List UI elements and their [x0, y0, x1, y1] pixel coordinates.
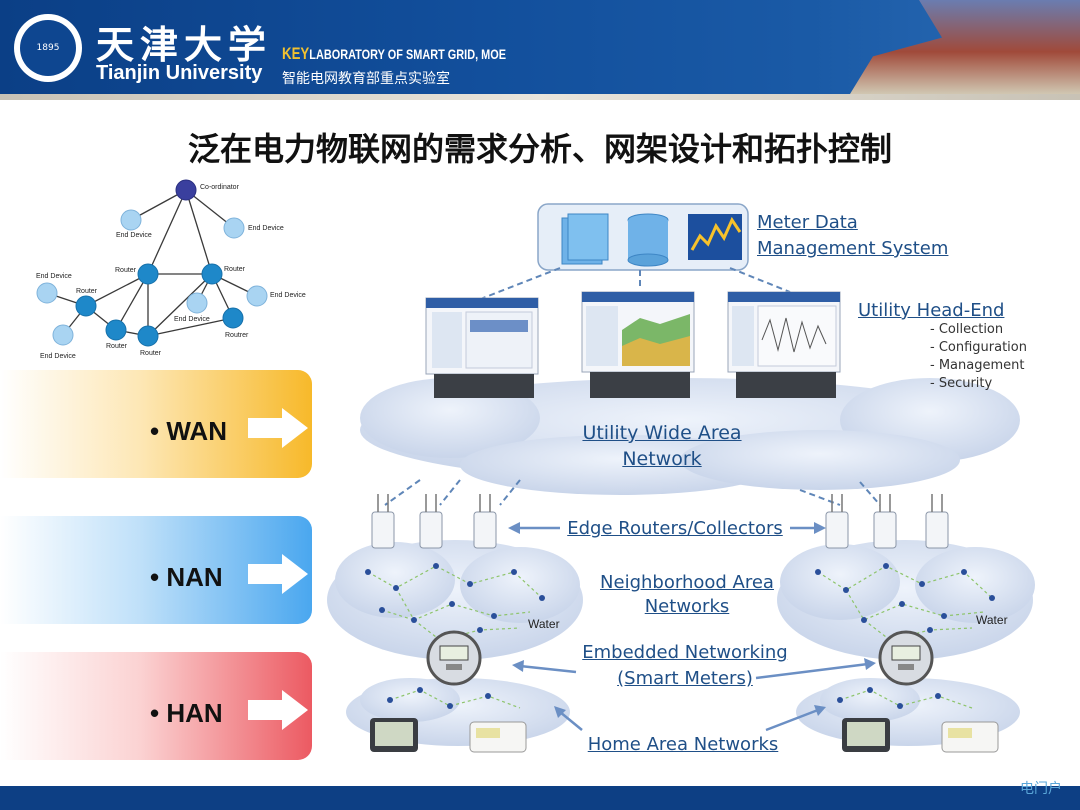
head-end-item: - Management	[930, 358, 1025, 373]
end-device-label: End Device	[116, 232, 152, 239]
university-name-cn: 天津大学	[96, 22, 273, 67]
wan-label-line1: Utility Wide Area	[582, 422, 742, 444]
head-end-item: - Configuration	[930, 340, 1027, 355]
header-banner: 1895 天津大学 Tianjin University KEYLABORATO…	[0, 0, 1080, 100]
router-label: Router	[76, 288, 98, 295]
end-device-label: End Device	[36, 273, 72, 280]
lab-name-en: KEYLABORATORY OF SMART GRID, MOE	[282, 44, 506, 64]
edge-routers-label: Edge Routers/Collectors	[567, 518, 783, 539]
router-label: Router	[106, 343, 128, 350]
water-label: Water	[528, 617, 560, 631]
right-arrow-icon	[248, 690, 308, 730]
router-label: Router	[115, 267, 137, 274]
head-end-item: - Collection	[930, 322, 1004, 337]
smart-meter-right	[878, 630, 934, 686]
server-3	[727, 291, 841, 398]
footer-bar	[0, 786, 1080, 810]
han-band: • HAN	[0, 652, 312, 760]
mdms-label-line1: Meter Data	[757, 212, 858, 233]
watermark: 电门户	[1020, 781, 1062, 797]
wan-label-line2: Network	[622, 448, 702, 470]
embedded-label-line2: (Smart Meters)	[617, 668, 753, 689]
han-label: • HAN	[150, 698, 223, 728]
end-device-label: End Device	[248, 225, 284, 232]
mdms-label-line2: Management System	[757, 238, 949, 259]
header-divider	[0, 94, 1080, 100]
router-label: Routrer	[225, 332, 249, 339]
head-end-label: Utility Head-End	[858, 300, 1005, 321]
lab-key: KEY	[282, 44, 310, 63]
router-label: Router	[140, 350, 162, 357]
lab-name-en-text: LABORATORY OF SMART GRID, MOE	[309, 46, 507, 62]
nan-cloud-right	[777, 540, 1035, 660]
smart-meter-left	[426, 630, 482, 686]
router-label: Router	[224, 266, 246, 273]
right-arrow-icon	[248, 554, 308, 594]
nan-label: • NAN	[150, 562, 223, 592]
end-device-label: End Device	[174, 316, 210, 323]
end-device-label: End Device	[270, 292, 306, 299]
end-device-label: End Device	[40, 353, 76, 360]
server-1	[425, 297, 539, 398]
right-arrow-icon	[248, 408, 308, 448]
server-2	[581, 291, 695, 398]
wan-cloud	[360, 378, 1020, 495]
coordinator-label: Co-ordinator	[200, 184, 239, 191]
university-name-en: Tianjin University	[96, 62, 263, 84]
embedded-label-line1: Embedded Networking	[582, 642, 788, 663]
water-label: Water	[976, 613, 1008, 627]
seal-year: 1895	[20, 20, 76, 76]
nan-band: • NAN	[0, 516, 312, 624]
university-seal-icon: 1895	[14, 14, 82, 82]
han-network-label: Home Area Networks	[587, 734, 779, 755]
head-end-item: - Security	[930, 376, 993, 391]
slide-title: 泛在电力物联网的需求分析、网架设计和拓扑控制	[187, 130, 892, 168]
wan-band: • WAN	[0, 370, 312, 478]
wan-label: • WAN	[150, 416, 227, 446]
nan-label-line1: Neighborhood Area	[600, 572, 774, 593]
lab-name-cn: 智能电网教育部重点实验室	[282, 71, 450, 87]
nan-label-line2: Networks	[644, 596, 730, 617]
nan-cloud-left	[327, 540, 583, 660]
